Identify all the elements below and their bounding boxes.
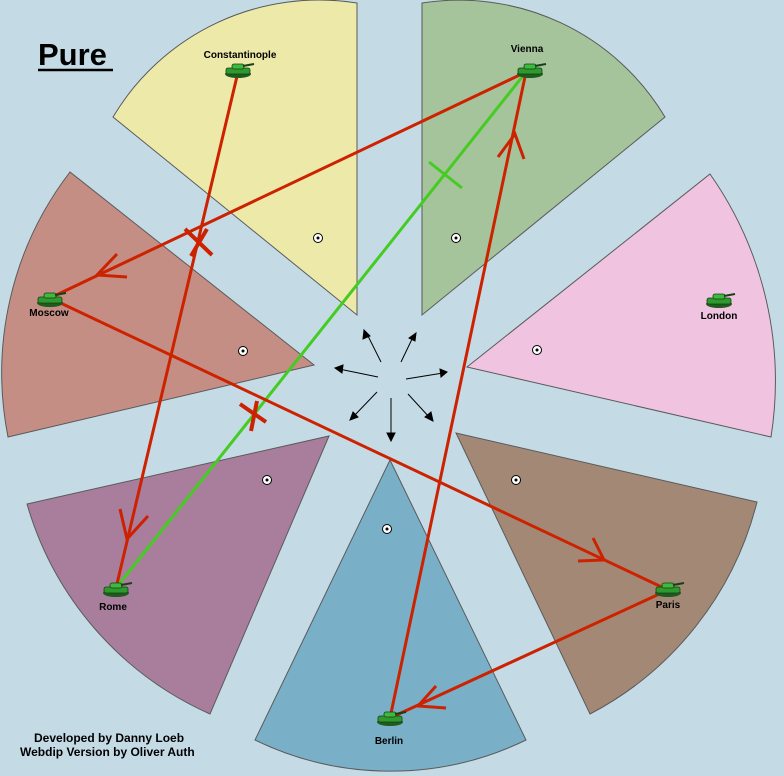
supply-center-dot [511,475,521,485]
supply-center-dot [313,233,323,243]
supply-center-dot [532,345,542,355]
supply-center-dot [382,524,392,534]
credits-developer: Developed by Danny Loeb [34,731,184,745]
move-order-arrowhead [118,508,150,543]
label-paris: Paris [656,600,681,611]
territory-rome[interactable] [26,435,330,715]
unit-london[interactable] [706,293,736,308]
credits-webdip: Webdip Version by Oliver Auth [20,745,195,759]
label-berlin: Berlin [375,736,403,747]
center-compass-icon [333,328,448,443]
army-tank-icon [655,582,685,597]
unit-constantinople[interactable] [225,63,255,78]
orders-layer [49,70,669,720]
army-tank-icon [517,63,547,78]
move-order-arrowhead [414,684,447,710]
unit-vienna[interactable] [517,63,547,78]
support-order-line [114,71,528,589]
move-order-line [114,71,240,589]
unit-moscow[interactable] [37,292,67,307]
unit-paris[interactable] [655,582,685,597]
territory-london[interactable] [465,173,776,438]
label-rome: Rome [99,602,127,613]
failed-order-marker [238,400,268,432]
move-order-line [49,70,527,300]
army-tank-icon [103,582,133,597]
label-moscow: Moscow [29,308,69,319]
move-order-arrowhead [496,130,526,160]
territory-berlin[interactable] [254,458,527,772]
map-title: Pure [38,37,107,72]
supply-center-dot [238,346,248,356]
army-tank-icon [706,293,736,308]
army-tank-icon [225,63,255,78]
label-constantinople: Constantinople [204,50,277,61]
army-tank-icon [37,292,67,307]
territory-vienna[interactable] [421,0,666,317]
supply-centers [238,233,542,534]
support-order-tick [428,160,463,190]
army-tank-icon [377,711,407,726]
move-order-line [388,71,528,719]
territory-constantinople[interactable] [112,0,358,317]
territory-moscow[interactable] [1,171,316,438]
unit-berlin[interactable] [377,711,407,726]
territory-paris[interactable] [455,432,758,715]
move-order-line [49,296,669,592]
move-order-line [389,588,669,720]
label-london: London [701,311,738,322]
label-vienna: Vienna [511,44,544,55]
unit-rome[interactable] [103,582,133,597]
move-order-arrowhead [577,537,607,563]
supply-center-dot [262,475,272,485]
move-order-arrowhead [93,252,128,279]
supply-center-dot [451,233,461,243]
